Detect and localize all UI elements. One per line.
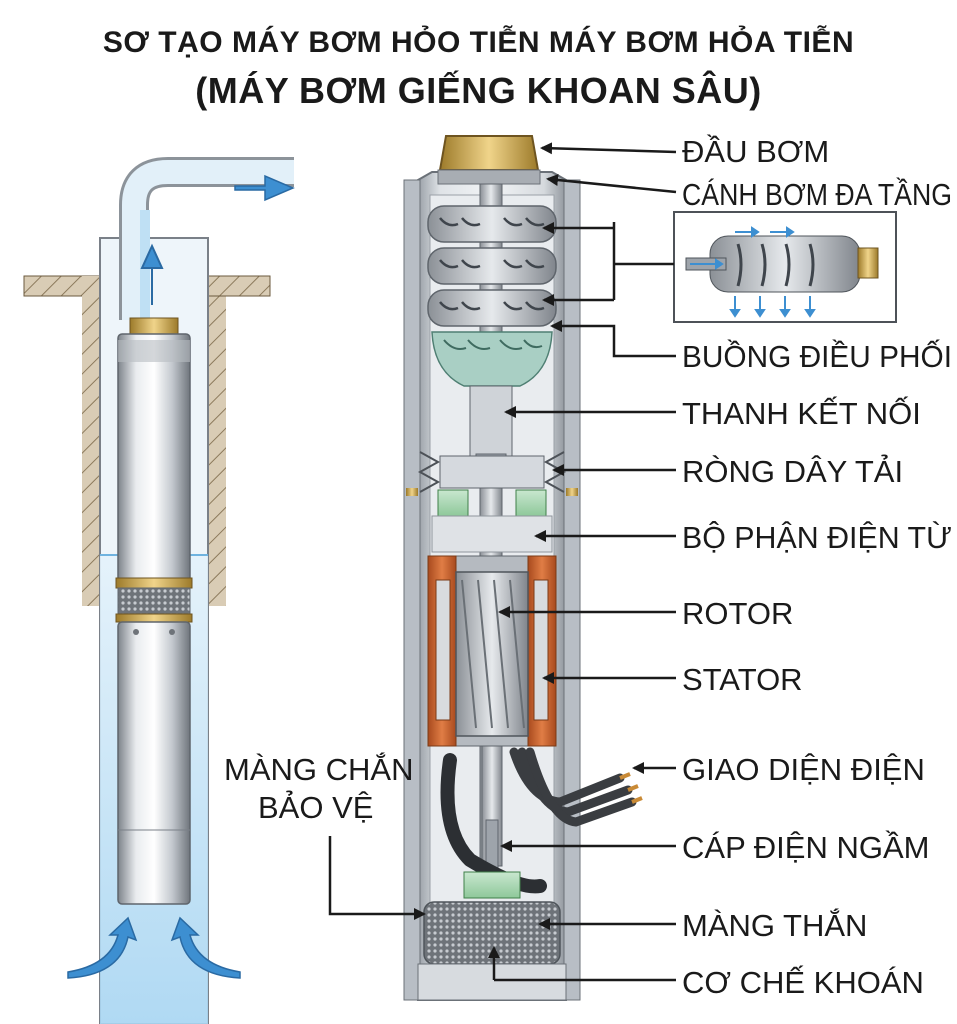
impeller-stages [427, 205, 557, 387]
pump-cutaway [403, 135, 643, 1001]
label-seal: RÒNG DÂY TẢI [682, 454, 903, 489]
flow-out-arrow [234, 174, 295, 202]
inflow-arrow-left [67, 916, 138, 979]
label-mechanism: CƠ CHẾ KHOÁN [682, 965, 924, 1000]
flow-up-arrow [140, 243, 164, 305]
label-coupling: THANH KẾT NỐI [682, 395, 921, 431]
label-electromagnetic: BỘ PHẬN ĐIỆN TỪ [682, 520, 952, 555]
label-diffuser: BUỒNG ĐIỀU PHỐI [682, 338, 952, 374]
submersible-cable [440, 753, 547, 894]
soil-wall-right [208, 276, 226, 606]
label-electrical-interface: GIAO DIỆN ĐIỆN [682, 752, 925, 787]
bottom-screen [423, 901, 561, 965]
label-protective-membrane-line2: BẢO VỆ [258, 790, 373, 825]
diagram-title: SƠ TẠO MÁY BƠM HỎO TIỄN MÁY BƠM HỎA TIỄN [102, 26, 855, 59]
label-stator: STATOR [682, 662, 803, 697]
label-pump-head: ĐẦU BƠM [682, 134, 829, 169]
label-multistage-impeller: CÁNH BƠM ĐA TẦNG [682, 177, 952, 212]
label-submersible-cable: CÁP ĐIỆN NGẦM [682, 830, 929, 865]
diagram-subtitle: (MÁY BƠM GIẾNG KHOAN SÂU) [195, 70, 762, 111]
well-pump-motor [117, 621, 191, 905]
seal-housing [439, 455, 545, 489]
well-illustration [23, 157, 295, 1024]
label-rotor: ROTOR [682, 596, 793, 631]
well-pump-upper [117, 333, 191, 585]
label-screen: MÀNG THẮN [682, 907, 867, 943]
inflow-arrow-right [170, 916, 241, 979]
soil-wall-left [82, 276, 100, 606]
well-pump-head [129, 317, 179, 335]
label-protective-membrane-line1: MÀNG CHẮN [224, 751, 413, 787]
power-cables [440, 747, 643, 894]
seal-green-left [437, 489, 469, 517]
leader-lines [328, 142, 677, 982]
diffuser-chamber [431, 331, 553, 387]
pump-head-brass [438, 135, 540, 171]
impeller-inset [673, 211, 897, 323]
seal-green-right [515, 489, 547, 517]
ground-soil-right [207, 275, 271, 297]
well-pump-intake [117, 587, 191, 615]
